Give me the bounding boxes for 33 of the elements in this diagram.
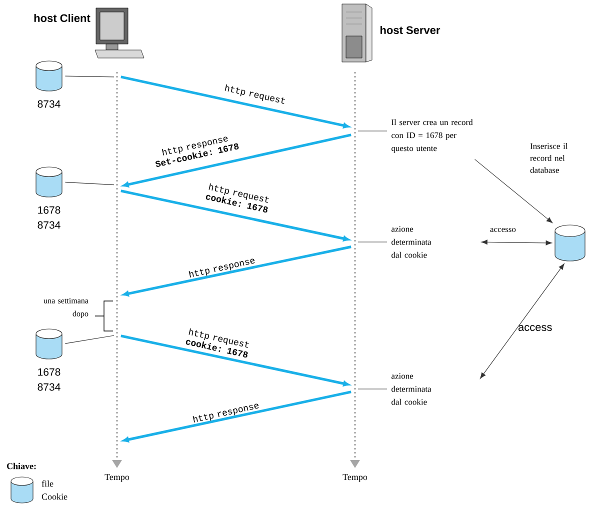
edge-label: http response [192,404,259,422]
edge-label: accesso [490,228,516,232]
note-text: Il server crea un record con ID = 1678 per questo utente [392,119,473,153]
cookie-label: 1678 [38,206,60,214]
timeline [112,72,122,468]
arrow [481,240,552,246]
arrow [474,159,553,224]
arrow [122,134,352,188]
arrow [480,264,564,379]
cookie-cylinder [554,224,586,262]
legend-item: file Cookie [10,476,68,504]
arrow [120,190,350,242]
edge-label: http response [188,258,255,278]
edge-label: Inserisce il record nel database [530,143,568,173]
edge-label: access [518,325,552,332]
arrow [122,246,352,296]
edge-label: http request cookie: 1678 [206,183,269,213]
note-text: azione determinata dal cookie [392,373,432,405]
arrow [120,76,350,128]
note-text: azione determinata dal cookie [392,226,432,258]
host-label: host Server [380,26,440,34]
timeline [350,72,360,468]
host-label: host Client [34,14,90,22]
arrow [122,390,352,442]
key-title: Chiave: [6,462,36,470]
edge-label: http request cookie: 1678 [186,328,249,358]
cookie-label: 8734 [38,383,60,391]
cookie-label: 1678 [38,368,60,376]
cookie-label: 8734 [38,100,60,108]
arrow [120,334,350,386]
note-text: una settimana dopo [44,298,88,318]
cookie-label: 8734 [38,221,60,229]
edge-label: http request [224,84,285,104]
